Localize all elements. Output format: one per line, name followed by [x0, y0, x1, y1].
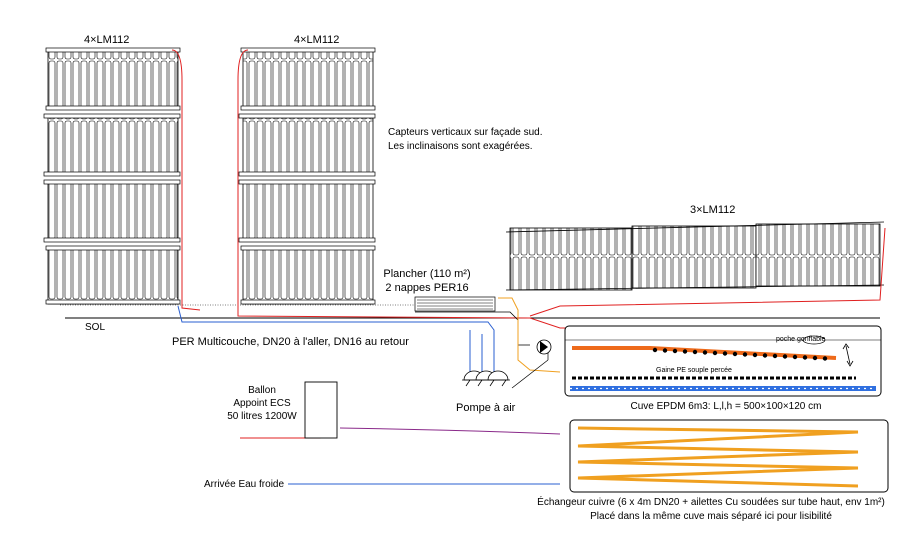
pipe-spec-label: PER Multicouche, DN20 à l'aller, DN16 au…: [172, 336, 409, 348]
panel-group-left: [43, 47, 181, 305]
epdm-tank: [564, 325, 882, 397]
panel-module: [43, 113, 181, 177]
boiler-label-line3: 50 litres 1200W: [227, 411, 297, 422]
floor-label-line1: Plancher (110 m²): [383, 268, 471, 280]
panel-group-left-label: 4×LM112: [84, 34, 130, 46]
purple-link-pipe: [339, 427, 561, 435]
vertical-note-line1: Capteurs verticaux sur façade sud.: [388, 127, 543, 138]
grid-tube: [570, 386, 876, 391]
inflatable-pocket: [802, 335, 854, 367]
panel-group-right-label: 3×LM112: [690, 204, 736, 216]
cold-water-label: Arrivée Eau froide: [204, 479, 285, 490]
panel-module: [43, 179, 181, 243]
exchanger-label-line1: Échangeur cuivre (6 x 4m DN20 + ailettes…: [537, 497, 885, 508]
return-pipes: [177, 305, 560, 485]
air-pump-group: [462, 350, 549, 389]
exchanger-label-line2: Placé dans la même cuve mais séparé ici …: [590, 511, 832, 522]
panel-module: [509, 227, 633, 291]
panel-module: [631, 225, 757, 289]
pocket-label: poche gonflable: [776, 336, 826, 343]
panel-group-middle: [238, 47, 376, 305]
floor-label-line2: 2 nappes PER16: [385, 282, 469, 294]
panel-group-right: [505, 221, 885, 291]
panel-group-middle-label: 4×LM112: [294, 34, 340, 46]
panel-module: [240, 245, 376, 305]
boiler-label-line2: Appoint ECS: [233, 398, 291, 409]
vertical-note-line2: Les inclinaisons sont exagérées.: [388, 141, 533, 152]
panel-module: [45, 245, 181, 305]
ground-label: SOL: [85, 322, 106, 333]
panel-module: [755, 223, 881, 287]
pump-label: Pompe à air: [456, 402, 516, 414]
boiler-label-line1: Ballon: [248, 385, 276, 396]
panel-module: [45, 47, 181, 111]
sheath-label: Gaine PE souple percée: [656, 367, 732, 374]
panel-module: [238, 113, 376, 177]
heater-tube: [572, 346, 837, 361]
floor-heating-block: [414, 296, 496, 312]
boiler-tank: [304, 381, 338, 439]
copper-exchanger: [569, 419, 889, 493]
circulator-pump: [536, 339, 552, 355]
panel-module: [240, 47, 376, 111]
panel-module: [238, 179, 376, 243]
tank-caption: Cuve EPDM 6m3: L,l,h = 500×100×120 cm: [630, 401, 822, 412]
